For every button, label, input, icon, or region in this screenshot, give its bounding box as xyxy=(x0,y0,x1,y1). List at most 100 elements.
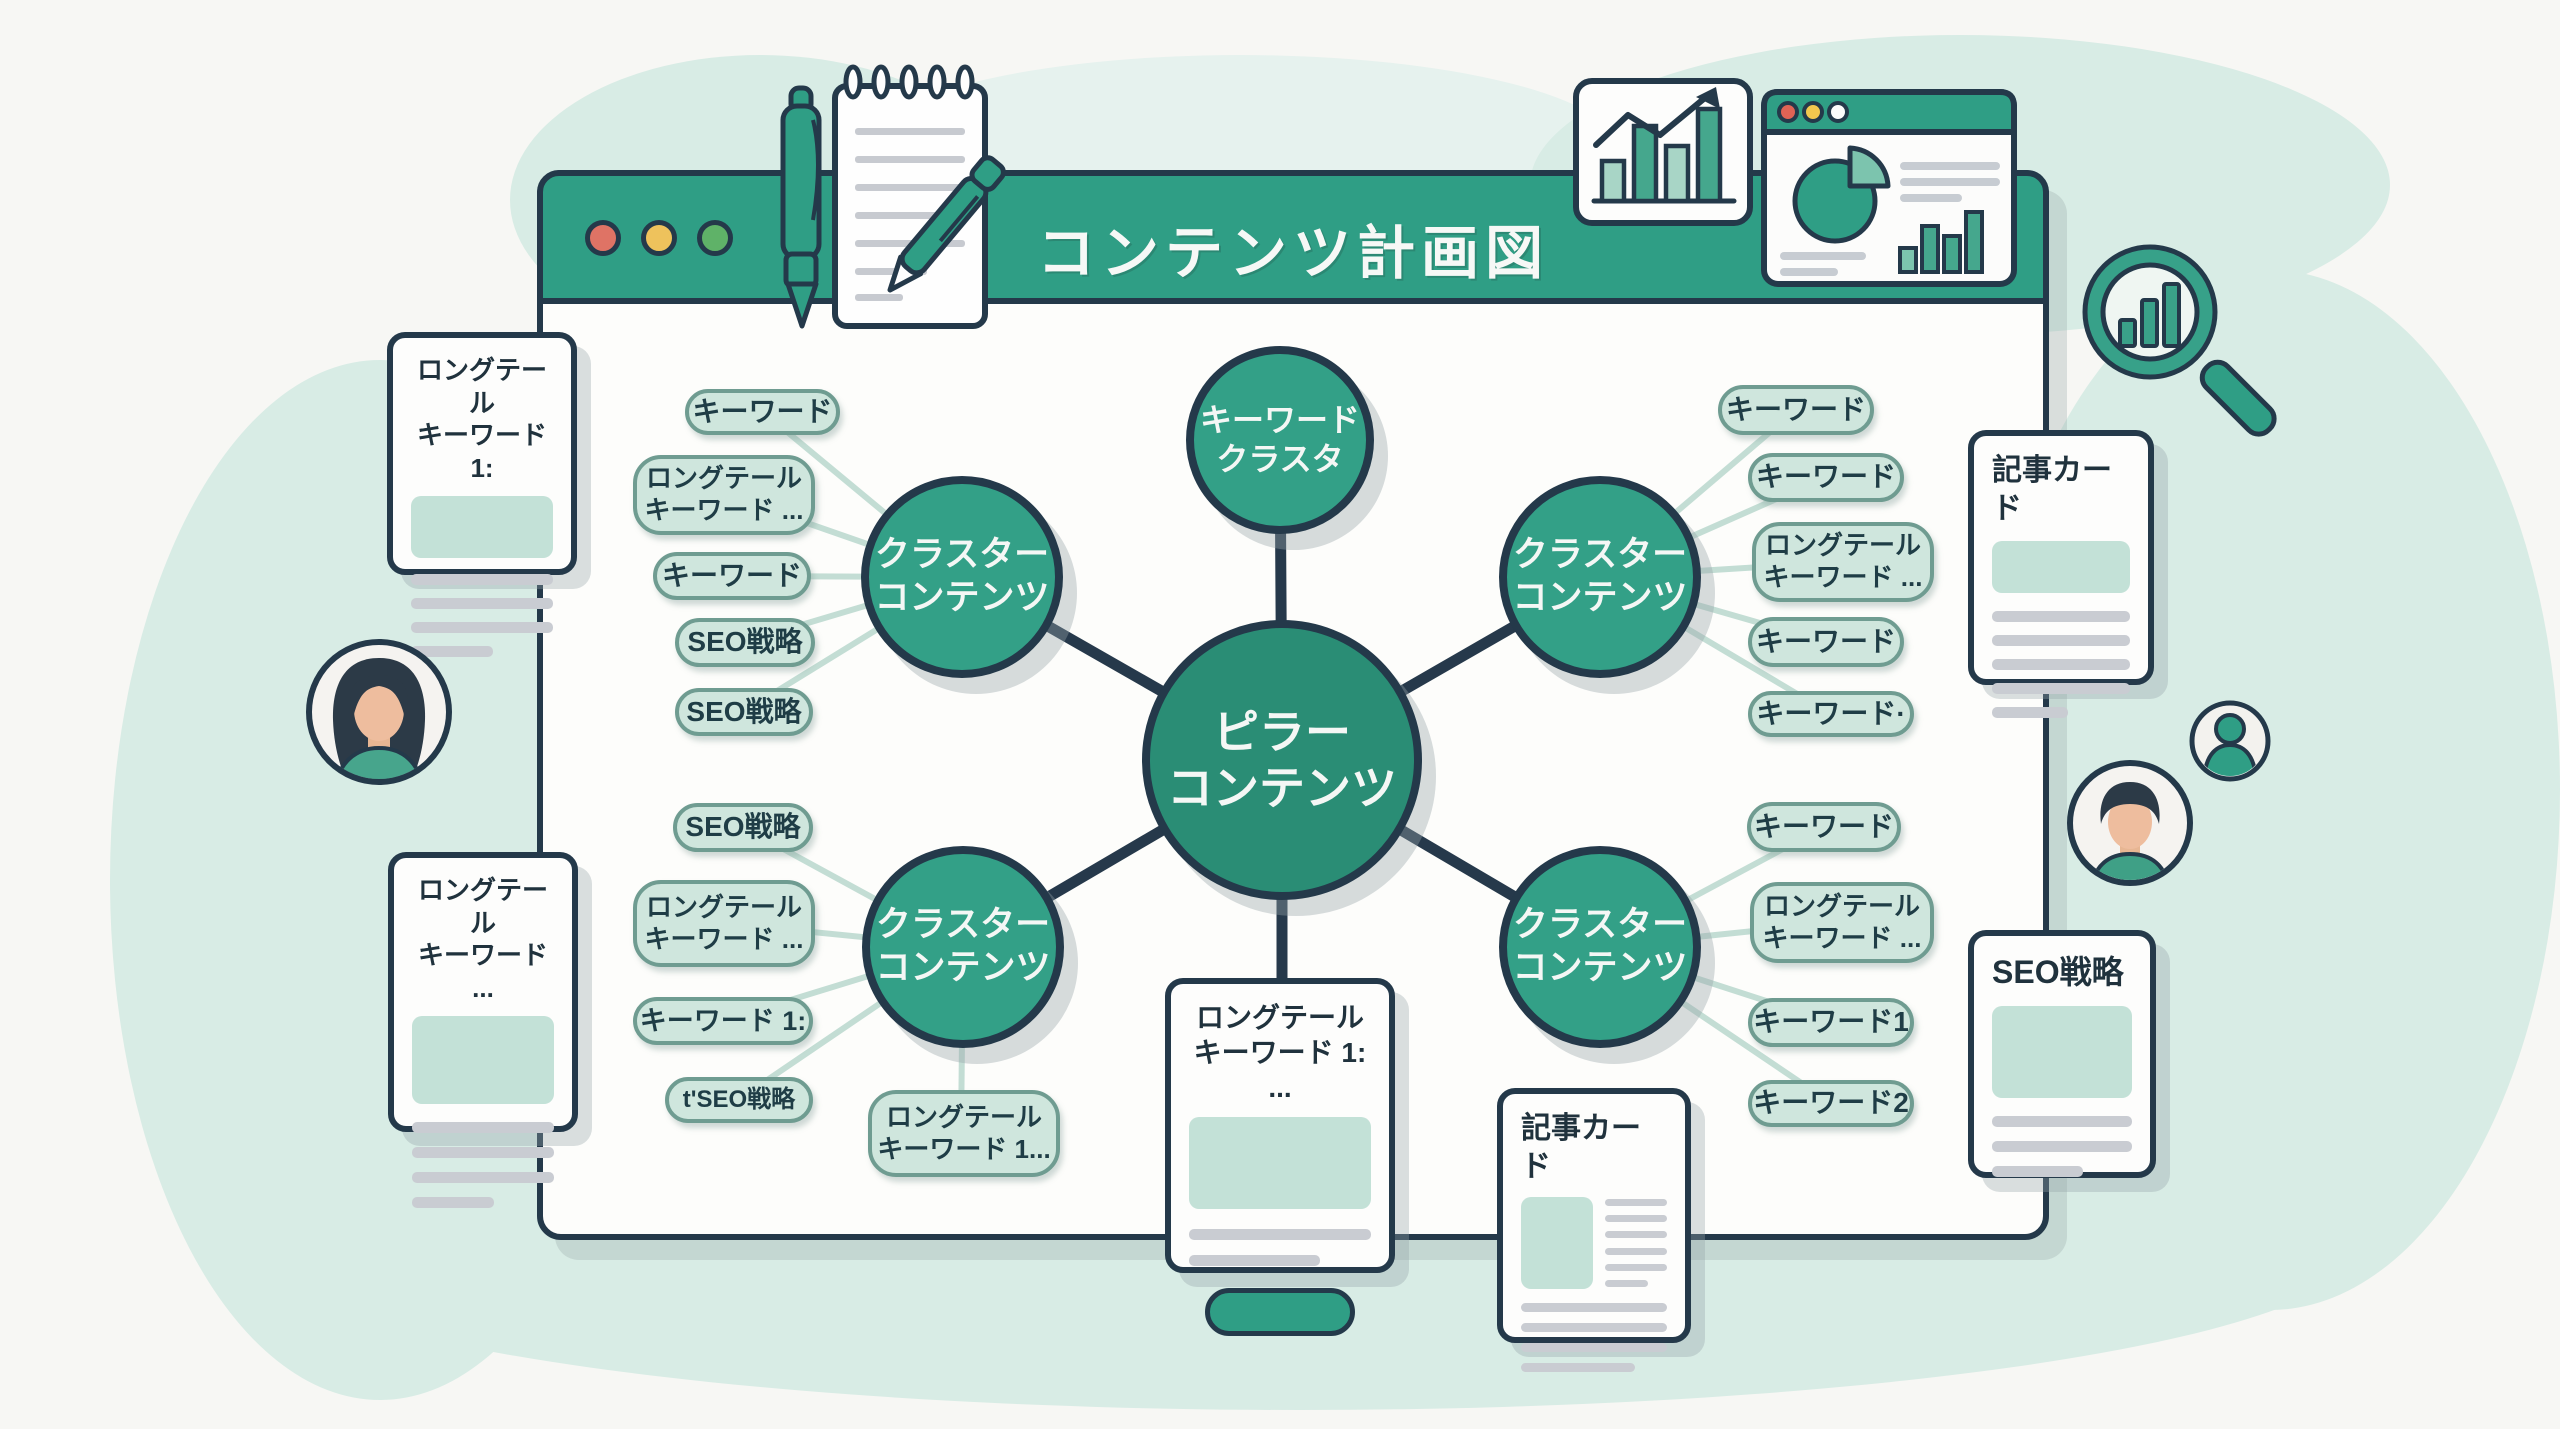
card-title: ロングテール キーワード 1: ... xyxy=(1193,1002,1367,1103)
node-label: ピラー xyxy=(1213,705,1351,758)
longtail-keyword-card-bottom: ロングテール キーワード 1: ... xyxy=(1165,978,1395,1336)
text-line xyxy=(1992,683,2130,694)
keyword-pill: キーワード· xyxy=(1748,691,1914,737)
pill-label: キーワード xyxy=(1725,393,1866,425)
text-line xyxy=(412,1147,554,1158)
pill-label: キーワード· xyxy=(1756,697,1906,729)
card-title: 記事カード xyxy=(1992,454,2112,525)
keyword-1-pill: キーワード1 xyxy=(1748,998,1914,1047)
text-line xyxy=(1992,1116,2132,1127)
node-label: コンテンツ xyxy=(875,948,1051,987)
keyword-1-pill: キーワード 1: xyxy=(633,997,813,1045)
pill-label: キーワード ... xyxy=(1762,922,1922,953)
node-label: コンテンツ xyxy=(1167,762,1397,814)
text-line xyxy=(1521,1323,1667,1332)
text-line xyxy=(1992,1166,2083,1177)
pill-label: t'SEO戦略 xyxy=(682,1086,796,1114)
maximize-window-dot[interactable] xyxy=(697,220,733,256)
text-line xyxy=(1605,1263,1667,1271)
female-avatar xyxy=(306,639,452,785)
pill-label: ロングテール xyxy=(645,463,802,494)
analytics-browser-icon xyxy=(1761,89,2017,287)
card-thumbnail xyxy=(1992,541,2130,593)
pill-label: ロングテール xyxy=(1764,530,1921,561)
pill-label: キーワード1 xyxy=(1753,1006,1909,1038)
text-line xyxy=(1992,611,2130,622)
seo-strategy-card-right: SEO戦略 xyxy=(1968,930,2156,1178)
pill-label: キーワード ... xyxy=(1763,562,1923,592)
node-label: コンテンツ xyxy=(1512,578,1688,617)
pill-label: キーワード xyxy=(692,395,833,427)
node-label: キーワード xyxy=(1199,401,1360,438)
keyword-pill: キーワード xyxy=(1748,453,1904,502)
longtail-keyword-pill: ロングテール キーワード ... xyxy=(1750,882,1934,963)
seo-strategy-pill: SEO戦略 xyxy=(675,688,813,736)
node-label: クラスター xyxy=(875,905,1051,945)
card-thumbnail xyxy=(1521,1197,1593,1289)
text-line xyxy=(1605,1199,1667,1206)
text-line xyxy=(1992,635,2130,646)
card-thumbnail xyxy=(411,496,553,558)
card-action-button[interactable] xyxy=(1205,1288,1355,1336)
text-line xyxy=(1605,1247,1667,1255)
pen-icon xyxy=(780,85,822,329)
text-line xyxy=(412,1122,554,1133)
close-window-dot[interactable] xyxy=(585,220,621,256)
pill-label: キーワード 1... xyxy=(877,1133,1051,1164)
pill-label: キーワード2 xyxy=(1753,1087,1909,1119)
pill-label: キーワード xyxy=(661,559,802,591)
magnifier-chart-icon xyxy=(2082,244,2277,437)
pill-label: ロングテール xyxy=(1763,890,1920,921)
text-line xyxy=(412,1172,554,1183)
keyword-pill: キーワード xyxy=(1747,802,1901,852)
text-line xyxy=(1605,1231,1667,1239)
node-label: クラスター xyxy=(1512,535,1688,575)
text-line xyxy=(1992,1141,2132,1152)
keyword-pill: キーワード xyxy=(1718,385,1874,435)
text-line xyxy=(1992,707,2068,718)
magnifier-handle xyxy=(2199,359,2277,437)
pen-icon xyxy=(887,155,1006,293)
text-line xyxy=(1189,1229,1371,1240)
text-line xyxy=(1521,1303,1667,1312)
text-line xyxy=(411,598,553,609)
pill-label: SEO戦略 xyxy=(685,811,801,843)
text-line xyxy=(412,1197,495,1208)
node-label: コンテンツ xyxy=(874,578,1050,617)
person-badge-icon xyxy=(2189,700,2271,782)
pillar-content-node: ピラー コンテンツ xyxy=(1142,620,1422,900)
node-label: クラスター xyxy=(874,535,1050,575)
keyword-pill: キーワード xyxy=(653,552,811,600)
card-title: SEO戦略 xyxy=(1992,954,2124,990)
card-thumbnail xyxy=(1189,1117,1371,1209)
notepad-and-pens-decoration xyxy=(780,64,1006,329)
male-avatar xyxy=(2067,760,2193,886)
seo-strategy-pill: SEO戦略 xyxy=(675,618,815,667)
card-title: 記事カード xyxy=(1521,1112,1641,1183)
longtail-keyword-pill: ロングテール キーワード ... xyxy=(633,455,815,535)
pill-label: キーワード xyxy=(1755,625,1896,657)
article-card-bottom-right: 記事カード xyxy=(1497,1088,1691,1372)
notepad-icon xyxy=(832,64,988,329)
page-title: コンテンツ計画図 xyxy=(1036,221,1549,286)
pill-label: ロングテール xyxy=(885,1101,1042,1132)
seo-strategy-pill: t'SEO戦略 xyxy=(665,1077,813,1123)
node-label: クラスター xyxy=(1512,905,1688,945)
text-line xyxy=(411,622,553,633)
text-line xyxy=(1992,659,2130,670)
card-thumbnail xyxy=(412,1016,554,1104)
pill-label: キーワード ... xyxy=(644,495,804,525)
card-thumbnail xyxy=(1992,1006,2132,1098)
text-line xyxy=(411,646,494,657)
keyword-pill: キーワード xyxy=(1748,617,1904,667)
seo-strategy-pill: SEO戦略 xyxy=(673,803,813,852)
keyword-cluster-node: キーワード クラスタ xyxy=(1186,346,1374,534)
cluster-content-node-bottom-left: クラスター コンテンツ xyxy=(862,846,1064,1048)
pill-label: キーワード xyxy=(1753,810,1894,842)
longtail-keyword-pill: ロングテール キーワード 1... xyxy=(868,1090,1060,1177)
keyword-pill: キーワード xyxy=(685,389,840,435)
node-label: クラスタ xyxy=(1216,441,1344,477)
card-title: ロングテール キーワード 1: xyxy=(416,355,547,483)
text-line xyxy=(1521,1343,1667,1352)
minimize-window-dot[interactable] xyxy=(641,220,677,256)
